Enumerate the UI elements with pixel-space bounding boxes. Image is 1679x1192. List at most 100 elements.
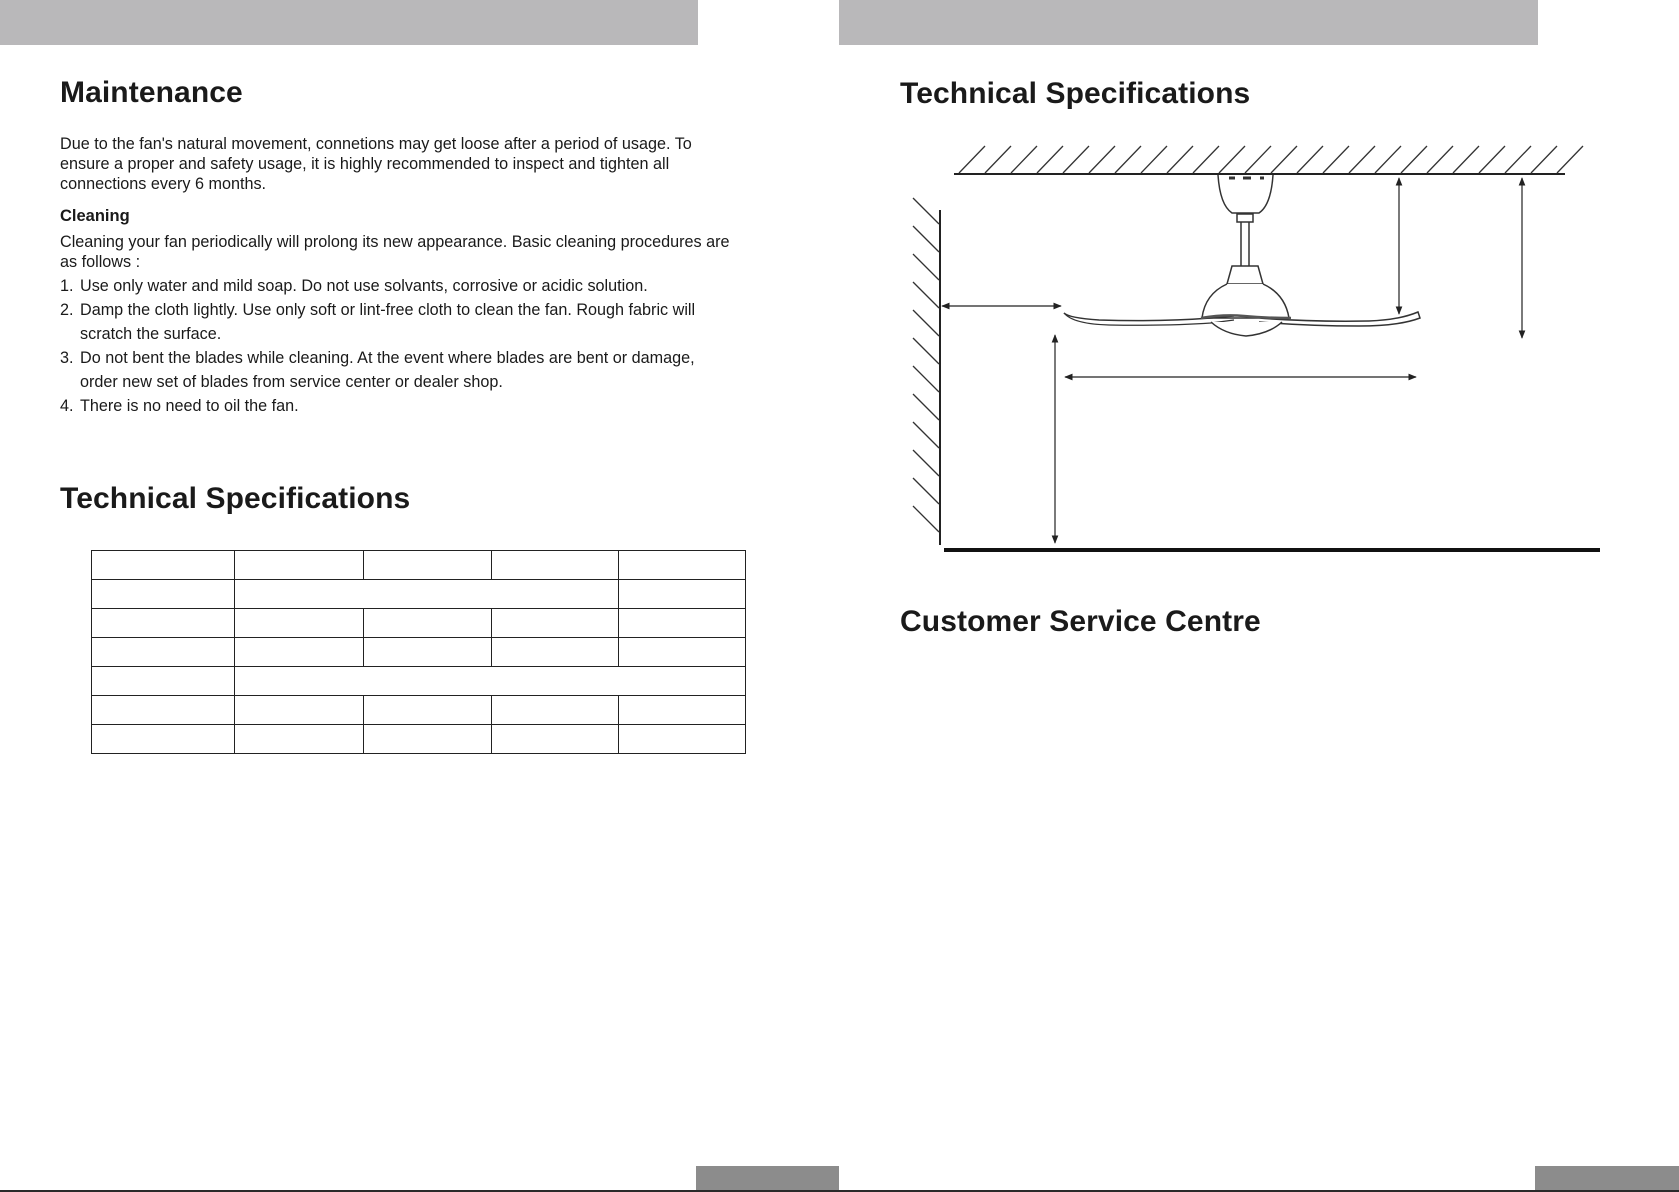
wall-hatch-line bbox=[912, 309, 940, 337]
wall-hatch-line bbox=[912, 477, 940, 505]
maintenance-intro-line: ensure a proper and safety usage, it is … bbox=[60, 155, 670, 173]
ceiling-hatch-line bbox=[1244, 145, 1272, 174]
step-text: Use only water and mild soap. Do not use… bbox=[80, 277, 648, 295]
spec-table-cell bbox=[90, 637, 236, 667]
ceiling bbox=[954, 145, 1584, 175]
spec-table-row bbox=[90, 695, 747, 725]
step-number: 4. bbox=[60, 397, 74, 415]
wall-hatch-line bbox=[912, 421, 940, 449]
ceiling-hatch-line bbox=[1270, 145, 1298, 174]
spec-table-cell bbox=[617, 550, 747, 580]
spec-table-cell bbox=[90, 724, 236, 754]
ceiling-fan-icon bbox=[1063, 174, 1421, 337]
ceiling-hatch-line bbox=[984, 145, 1012, 174]
maintenance-intro-line: connections every 6 months. bbox=[60, 175, 267, 193]
spec-table-cell bbox=[362, 550, 493, 580]
ceiling-hatch-line bbox=[1166, 145, 1194, 174]
ceiling-hatch-line bbox=[1556, 145, 1584, 174]
cleaning-intro-line: Cleaning your fan periodically will prol… bbox=[60, 233, 730, 251]
ceiling-hatch-line bbox=[1478, 145, 1506, 174]
spec-table-cell bbox=[491, 608, 619, 638]
spec-table-cell bbox=[90, 666, 236, 696]
spec-table-cell bbox=[90, 608, 236, 638]
spec-table-cell bbox=[491, 724, 619, 754]
cleaning-step: 4. There is no need to oil the fan. bbox=[60, 394, 780, 418]
step-number: 3. bbox=[60, 349, 74, 367]
spec-table-cell bbox=[491, 550, 619, 580]
ceiling-hatch-line bbox=[1504, 145, 1532, 174]
wall-hatch-line bbox=[912, 225, 940, 253]
wall-hatch-line bbox=[912, 365, 940, 393]
wall-hatch-line bbox=[912, 337, 940, 365]
spec-table-cell bbox=[617, 695, 747, 725]
bottom-rule bbox=[0, 1190, 1679, 1192]
spec-table-cell bbox=[362, 608, 493, 638]
ceiling-hatch-line bbox=[1348, 145, 1376, 174]
spec-table-cell bbox=[362, 695, 493, 725]
ceiling-hatch-line bbox=[1114, 145, 1142, 174]
tech-specs-heading-right: Technical Specifications bbox=[900, 77, 1251, 110]
fan-clearance-diagram bbox=[912, 145, 1600, 552]
spec-table-cell bbox=[362, 724, 493, 754]
ceiling-hatch-line bbox=[1010, 145, 1038, 174]
ceiling-hatch-line bbox=[1140, 145, 1168, 174]
spec-table-cell bbox=[234, 608, 364, 638]
ceiling-hatch-line bbox=[1374, 145, 1402, 174]
ceiling-hatch-line bbox=[1088, 145, 1116, 174]
spec-table-cell bbox=[491, 695, 619, 725]
wall-hatch-line bbox=[912, 281, 940, 309]
spec-table-cell bbox=[234, 550, 364, 580]
ceiling-hatch-line bbox=[1452, 145, 1480, 174]
ceiling-hatch-line bbox=[1426, 145, 1454, 174]
step-text: There is no need to oil the fan. bbox=[80, 397, 299, 415]
wall-hatch-line bbox=[912, 505, 940, 533]
spec-table-cell bbox=[234, 637, 364, 667]
spec-table-cell bbox=[234, 695, 364, 725]
ceiling-hatch-line bbox=[1036, 145, 1064, 174]
spec-table-cell bbox=[90, 579, 236, 609]
spec-table-cell bbox=[90, 695, 236, 725]
spec-table-cell bbox=[617, 608, 747, 638]
spec-table-cell bbox=[90, 550, 236, 580]
ceiling-hatch-line bbox=[1296, 145, 1324, 174]
right-footer-tab bbox=[1535, 1166, 1679, 1192]
step-text-continued: scratch the surface. bbox=[80, 325, 222, 343]
cleaning-step: 3. Do not bent the blades while cleaning.… bbox=[60, 346, 780, 394]
spec-table bbox=[90, 550, 747, 754]
spec-table-row bbox=[90, 579, 747, 609]
maintenance-intro-line: Due to the fan's natural movement, conne… bbox=[60, 135, 692, 153]
cleaning-step: 2. Damp the cloth lightly. Use only soft … bbox=[60, 298, 780, 346]
step-number: 2. bbox=[60, 301, 74, 319]
left-page: Maintenance Due to the fan's natural mov… bbox=[0, 0, 839, 1192]
ceiling-hatch-line bbox=[1062, 145, 1090, 174]
tech-specs-heading-left: Technical Specifications bbox=[60, 482, 411, 515]
spec-table-row bbox=[90, 724, 747, 754]
spec-table-cell bbox=[234, 666, 746, 696]
spec-table-cell bbox=[234, 579, 619, 609]
step-text-continued: order new set of blades from service cen… bbox=[80, 373, 503, 391]
step-text: Damp the cloth lightly. Use only soft or… bbox=[80, 301, 696, 319]
step-number: 1. bbox=[60, 277, 74, 295]
ceiling-hatch-line bbox=[1322, 145, 1350, 174]
spec-table-row bbox=[90, 637, 747, 667]
spec-table-cell bbox=[617, 637, 747, 667]
spec-table-row bbox=[90, 550, 747, 580]
spec-table-cell bbox=[234, 724, 364, 754]
spec-table-row bbox=[90, 608, 747, 638]
customer-service-heading: Customer Service Centre bbox=[900, 605, 1261, 638]
left-header-bar bbox=[0, 0, 698, 45]
dimension-arrows bbox=[941, 177, 1526, 544]
spec-table-cell bbox=[491, 637, 619, 667]
cleaning-step: 1. Use only water and mild soap. Do not u… bbox=[60, 274, 780, 298]
step-text: Do not bent the blades while cleaning. A… bbox=[80, 349, 695, 367]
spec-table-cell bbox=[617, 579, 747, 609]
spec-table-cell bbox=[617, 724, 747, 754]
wall-hatch-line bbox=[912, 393, 940, 421]
spec-table-row bbox=[90, 666, 746, 696]
left-footer-tab bbox=[696, 1166, 839, 1192]
wall-hatch-line bbox=[912, 197, 940, 225]
cleaning-intro-line: as follows : bbox=[60, 253, 141, 271]
wall-hatch-line bbox=[912, 449, 940, 477]
ceiling-hatch-line bbox=[1192, 145, 1220, 174]
wall bbox=[912, 197, 941, 545]
